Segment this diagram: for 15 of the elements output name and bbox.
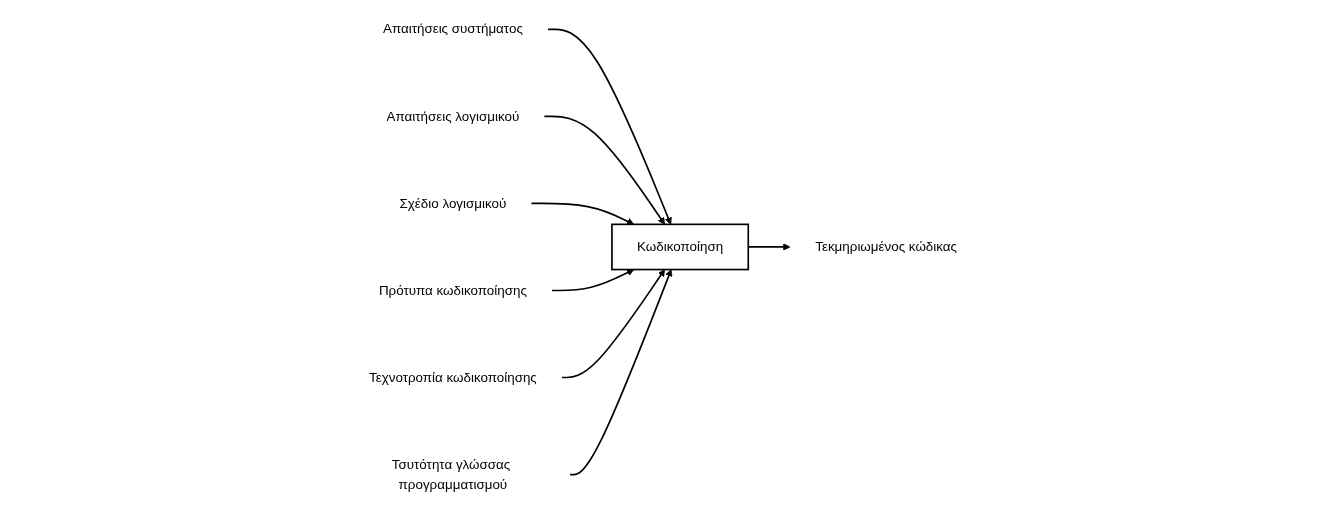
node-text: Απαιτήσεις συστήματος bbox=[382, 21, 523, 36]
node-text: Πρότυπα κωδικοποίησης bbox=[378, 282, 527, 298]
arrow bbox=[543, 115, 665, 225]
node-text: Απαιτήσεις λογισμικού bbox=[386, 108, 519, 124]
node-text: Τεχνοτροπία κωδικοποίησης bbox=[368, 370, 537, 385]
arrow bbox=[550, 269, 634, 292]
node-box: Κωδικοποίηση bbox=[610, 223, 749, 271]
arrow bbox=[568, 269, 672, 476]
arrow bbox=[546, 28, 672, 225]
arrow bbox=[747, 243, 791, 251]
node-text: Τεκμηριωμένος κώδικας bbox=[814, 239, 957, 254]
node-text: Σχέδιο λογισμικού bbox=[399, 195, 506, 211]
arrow bbox=[530, 202, 634, 225]
node-text: Τσυτότητα γλώσσας προγραμματισμού bbox=[391, 457, 510, 492]
arrow bbox=[560, 269, 665, 379]
